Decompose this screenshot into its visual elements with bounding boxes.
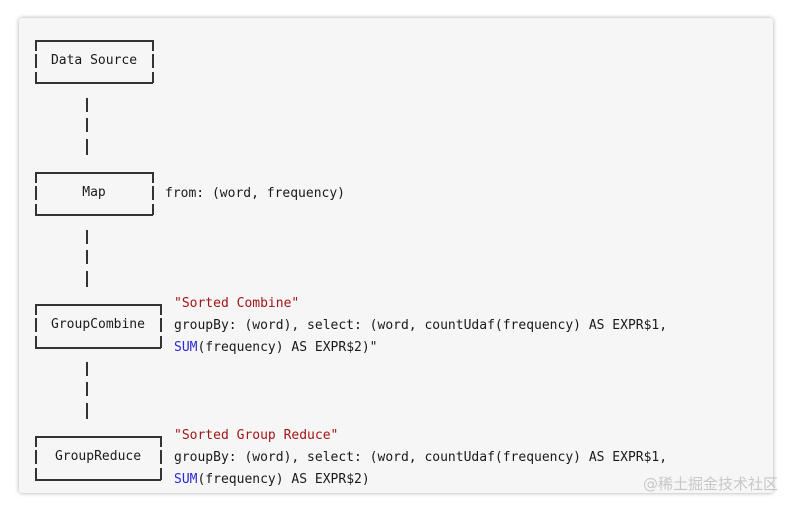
group-reduce-line2: SUM(frequency) AS EXPR$2) (174, 469, 370, 491)
sum-function: SUM (174, 340, 198, 355)
data-source-box-bottom (35, 82, 153, 84)
group-reduce-box-bottom (35, 479, 161, 481)
connector-1a (86, 98, 88, 112)
data-source-box-left-3 (35, 72, 37, 83)
map-label: Map (82, 185, 106, 200)
group-reduce-string: "Sorted Group Reduce" (174, 428, 339, 443)
group-combine-box-right-3 (160, 336, 162, 348)
data-source-box-right (152, 40, 154, 51)
group-combine-box-left-2 (35, 318, 37, 332)
code-block: Data Source Map from: (word, frequency) … (19, 18, 773, 493)
group-combine-box-top (35, 304, 161, 306)
map-box-right (152, 172, 154, 183)
group-reduce-box-left-3 (35, 468, 37, 480)
data-source-box-left-2 (35, 54, 37, 68)
group-combine-box-right (160, 304, 162, 315)
map-box-left-3 (35, 204, 37, 215)
group-reduce-line2-rest: (frequency) AS EXPR$2) (197, 472, 370, 487)
group-reduce-label: GroupReduce (54, 449, 142, 464)
connector-1c (86, 139, 88, 155)
connector-3c (86, 403, 88, 419)
group-combine-box-left (35, 304, 37, 315)
map-box-bottom (35, 214, 153, 216)
group-reduce-box-left-2 (35, 450, 37, 464)
map-box-left (35, 172, 37, 183)
group-combine-string: "Sorted Combine" (174, 296, 300, 311)
map-box-right-2 (152, 186, 154, 200)
connector-1b (86, 118, 88, 132)
group-combine-box-right-2 (160, 318, 162, 332)
connector-2c (86, 271, 88, 287)
connector-3b (86, 382, 88, 396)
data-source-box-right-3 (152, 72, 154, 83)
data-source-box-top (35, 40, 153, 42)
group-combine-label: GroupCombine (51, 317, 145, 332)
group-reduce-box-right-2 (160, 450, 162, 464)
group-combine-line2-rest: (frequency) AS EXPR$2)" (197, 340, 378, 355)
group-reduce-box-left (35, 436, 37, 447)
group-combine-line2: SUM(frequency) AS EXPR$2)" (174, 337, 378, 359)
map-box-right-3 (152, 204, 154, 215)
data-source-box-left (35, 40, 37, 51)
data-source-label: Data Source (50, 53, 138, 68)
connector-2a (86, 230, 88, 244)
data-source-box-right-2 (152, 54, 154, 68)
watermark: @稀土掘金技术社区 (642, 475, 778, 493)
group-reduce-box-top (35, 436, 161, 438)
group-combine-line1: groupBy: (word), select: (word, countUda… (174, 318, 668, 333)
group-combine-box-bottom (35, 347, 161, 349)
map-box-top (35, 172, 153, 174)
sum-function: SUM (174, 472, 198, 487)
connector-2b (86, 250, 88, 264)
group-reduce-line1: groupBy: (word), select: (word, countUda… (174, 450, 668, 465)
connector-3a (86, 362, 88, 376)
group-combine-box-left-3 (35, 336, 37, 348)
map-note: from: (word, frequency) (165, 186, 346, 201)
group-reduce-box-right (160, 436, 162, 447)
map-box-left-2 (35, 186, 37, 200)
group-reduce-box-right-3 (160, 468, 162, 480)
